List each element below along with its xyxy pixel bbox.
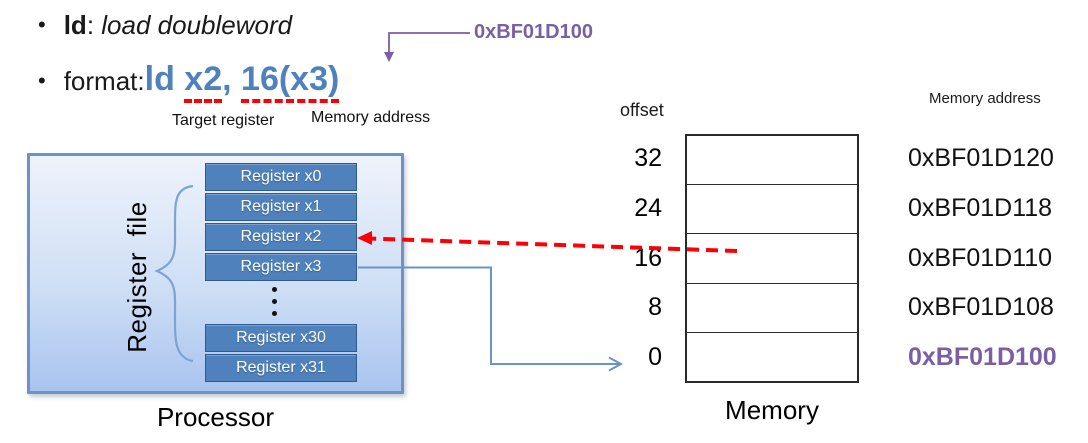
memory-address-label: 0xBF01D120 — [908, 144, 1054, 172]
register-box: Register x2 — [205, 223, 357, 251]
memory-cell — [687, 284, 857, 333]
memory-label: Memory — [725, 395, 819, 425]
instruction-mnemonic: ld — [63, 10, 87, 40]
format-label: format: — [63, 66, 145, 96]
purple-pointer-arrow — [384, 32, 470, 62]
bullet-line-format: • format: ld x2, 16(x3) — [38, 60, 340, 103]
instruction-code: ld x2, 16(x3) — [144, 60, 340, 103]
offset-label: 24 — [634, 193, 662, 222]
memory-address-label: 0xBF01D108 — [908, 293, 1054, 322]
memory-cell — [687, 333, 857, 381]
instruction-definition: ld: load doubleword — [64, 10, 292, 41]
code-memory-operand: 16(x3) — [241, 60, 340, 103]
offset-label: 8 — [648, 293, 662, 322]
target-register-annotation: Target register — [172, 112, 275, 129]
memory-address-label: 0xBF01D118 — [908, 193, 1053, 222]
effective-address-value: 0xBF01D100 — [474, 21, 593, 43]
memory-table — [685, 134, 859, 383]
separator: : — [86, 10, 102, 40]
memory-cell — [687, 234, 857, 284]
memory-address-label: 0xBF01D110 — [908, 243, 1053, 272]
code-target-register: x2 — [184, 60, 223, 103]
code-opcode: ld — [144, 60, 185, 98]
offset-column: 32 24 16 8 0 — [576, 134, 662, 383]
register-box: Register x31 — [205, 354, 357, 382]
offset-label: 32 — [634, 144, 662, 172]
bullet-line-ld: • ld: load doubleword — [38, 10, 292, 41]
red-dashed-arrow — [357, 231, 738, 253]
instruction-meaning: load doubleword — [101, 10, 293, 40]
memory-address-annotation: Memory address — [311, 109, 431, 126]
register-file-label: Register file — [122, 201, 152, 353]
code-comma: , — [222, 60, 242, 98]
processor-label: Processor — [156, 402, 275, 432]
memory-cell — [687, 136, 857, 186]
bullet-icon: • — [38, 12, 46, 37]
offset-label: 16 — [634, 243, 662, 272]
register-box: Register x0 — [205, 163, 357, 191]
register-box: Register x1 — [205, 193, 357, 221]
memory-cell — [687, 185, 857, 235]
offset-header: offset — [620, 100, 664, 120]
register-box: Register x3 — [205, 253, 357, 281]
register-ellipsis-icon — [270, 287, 278, 323]
offset-label: 0 — [648, 343, 662, 372]
memory-address-column: 0xBF01D120 0xBF01D118 0xBF01D110 0xBF01D108… — [908, 134, 1083, 383]
memory-address-label: 0xBF01D100 — [908, 343, 1057, 372]
register-box: Register x30 — [205, 324, 357, 352]
bullet-icon: • — [38, 68, 46, 93]
memory-address-header: Memory address — [929, 90, 1041, 107]
